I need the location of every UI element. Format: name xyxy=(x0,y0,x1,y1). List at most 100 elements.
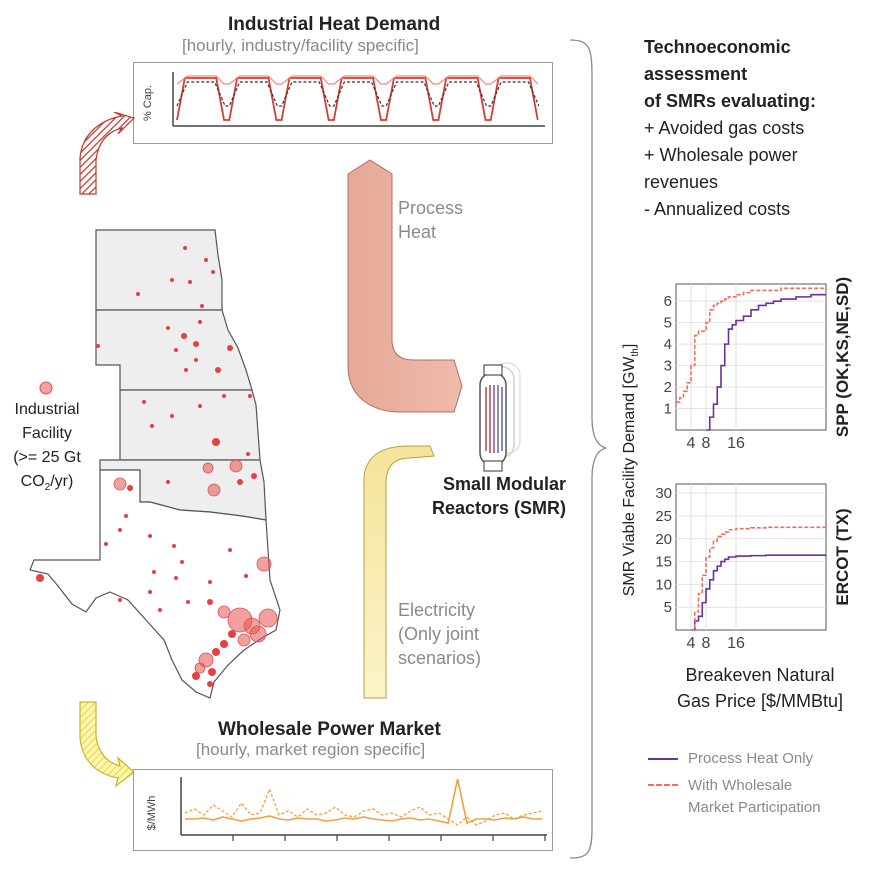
facility-dot xyxy=(104,542,108,546)
breakeven-charts: SMR Viable Facility Demand [GWth] 123456… xyxy=(621,277,852,652)
facility-dot xyxy=(208,580,212,584)
facility-dot xyxy=(228,630,236,638)
facility-dot xyxy=(96,344,100,348)
facility-dot xyxy=(256,556,272,572)
heat-demand-line xyxy=(176,77,539,121)
facility-dot xyxy=(150,424,154,428)
chart-ytick-label: 6 xyxy=(664,293,672,310)
facility-dot xyxy=(208,668,216,676)
region-map xyxy=(29,229,281,699)
legend-item-process-heat: Process Heat Only xyxy=(648,750,821,767)
facility-dot xyxy=(227,345,233,351)
facility-dot xyxy=(228,548,232,552)
chart-ytick-label: 5 xyxy=(664,315,672,332)
chart-ytick-label: 1 xyxy=(664,401,672,418)
chart-xtick-label: 4 xyxy=(687,635,696,652)
chart-region-label: ERCOT (TX) xyxy=(833,508,852,605)
facility-legend-line-2: Facility xyxy=(22,425,72,442)
power-market-frame xyxy=(133,769,553,851)
chart-xtick-label: 8 xyxy=(702,435,711,452)
facility-legend-line-1: Industrial xyxy=(14,401,80,418)
state-sd xyxy=(95,229,223,311)
series-wholesale-line xyxy=(691,526,826,631)
facility-dot xyxy=(148,590,152,594)
chart-ytick-label: 20 xyxy=(655,531,672,548)
electricity-arrow xyxy=(363,445,435,699)
facility-dot xyxy=(198,404,202,408)
facility-dot xyxy=(181,333,187,339)
flow-diagram xyxy=(347,159,463,699)
electricity-label: Electricity (Only joint scenarios) xyxy=(398,600,482,668)
assessment-item-costs: - Annualized costs xyxy=(644,199,791,219)
facility-dot xyxy=(194,358,198,362)
state-ks xyxy=(119,389,261,461)
facility-dot xyxy=(212,648,220,656)
assessment-heading: Technoeconomic assessment of SMRs evalua… xyxy=(644,37,817,111)
facility-dot xyxy=(174,348,178,352)
facility-dot xyxy=(170,414,174,418)
facility-dot xyxy=(215,367,221,373)
legend-swatch-dashed xyxy=(648,784,678,786)
heat-demand-title: Industrial Heat Demand xyxy=(228,14,441,35)
facility-dot xyxy=(174,576,178,580)
assessment-item-revenues: revenues xyxy=(644,172,719,192)
facility-dot xyxy=(186,600,190,604)
chart-ytick-label: 2 xyxy=(664,379,672,396)
assessment-item-power: + Wholesale power xyxy=(644,145,798,165)
facility-legend-line-4: CO2/yr) xyxy=(20,473,74,494)
facility-dot xyxy=(183,246,187,250)
assessment-item-gas: + Avoided gas costs xyxy=(644,118,805,138)
chart-ytick-label: 30 xyxy=(655,485,672,502)
heat-arrow-curve xyxy=(79,112,136,195)
power-market-plot: $/MWh xyxy=(133,769,553,851)
facility-legend-line-3: (>= 25 Gt xyxy=(13,449,81,466)
chart-xtick-label: 16 xyxy=(727,435,745,452)
smr-reactor-icon xyxy=(479,362,521,472)
power-market-subtitle: [hourly, market region specific] xyxy=(196,740,426,759)
facility-dot xyxy=(170,278,174,282)
heat-demand-ylabel: % Cap. xyxy=(142,85,154,121)
facility-dot xyxy=(194,662,206,674)
facility-dot xyxy=(198,320,202,324)
facility-dot xyxy=(207,483,221,497)
facility-dot xyxy=(251,473,257,479)
facility-dot xyxy=(158,608,162,612)
facility-dot xyxy=(258,608,278,628)
assessment-items: + Avoided gas costs + Wholesale power re… xyxy=(644,115,804,223)
chart-ytick-label: 25 xyxy=(655,508,672,525)
facility-dot xyxy=(249,625,267,643)
facility-dot xyxy=(200,304,204,308)
facility-dot xyxy=(118,598,122,602)
chart-ytick-label: 15 xyxy=(655,554,672,571)
facility-dot xyxy=(211,270,215,274)
facility-dot xyxy=(113,477,127,491)
chart-frame xyxy=(675,483,827,631)
facility-dot xyxy=(207,599,213,605)
heat-demand-dotted-line xyxy=(176,81,540,107)
heat-demand-plot: % Cap. xyxy=(133,62,553,144)
process-heat-arrow xyxy=(347,159,463,413)
series-process-heat-line xyxy=(691,554,826,631)
facility-dot xyxy=(148,534,152,538)
facility-dot xyxy=(166,326,170,330)
facility-dot xyxy=(244,574,248,578)
state-tx xyxy=(29,469,281,699)
heat-demand-subtitle: [hourly, industry/facility specific] xyxy=(182,36,419,55)
legend-swatch-solid xyxy=(648,757,678,760)
series-wholesale-line xyxy=(676,287,826,403)
power-market-ylabel: $/MWh xyxy=(146,796,158,831)
facility-dot xyxy=(212,438,220,446)
facility-dot xyxy=(127,485,133,491)
brace-bracket xyxy=(569,39,607,859)
facility-dot xyxy=(172,544,176,548)
power-price-line xyxy=(185,778,543,825)
chart-xtick-label: 16 xyxy=(727,635,745,652)
facility-dot xyxy=(248,394,252,398)
facility-dot xyxy=(36,574,44,582)
facility-dot xyxy=(217,605,231,619)
facility-dot xyxy=(229,459,243,473)
heat-demand-upper-line xyxy=(176,75,539,85)
facility-dot xyxy=(202,462,214,474)
chart-ytick-label: 5 xyxy=(664,599,672,616)
